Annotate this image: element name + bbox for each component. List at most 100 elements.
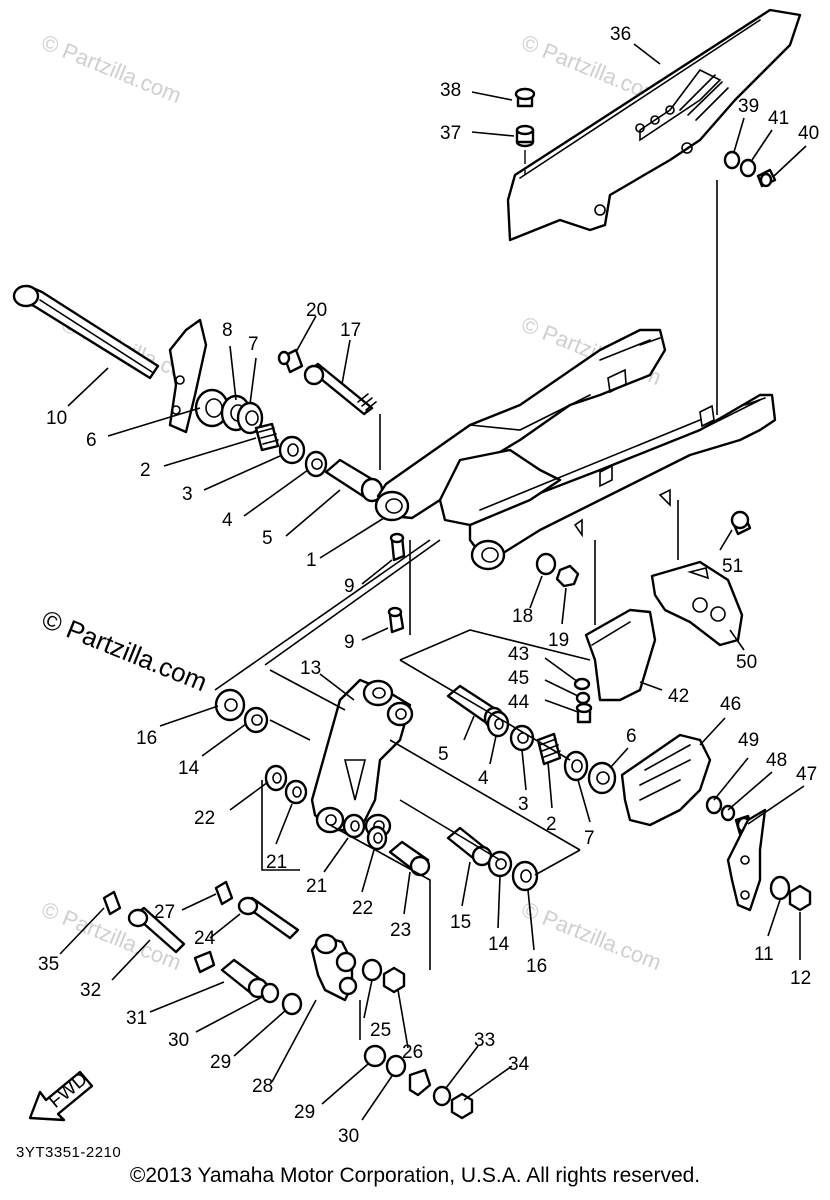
bushing-3-right — [509, 724, 535, 752]
washer-48 — [720, 804, 736, 822]
washer-49 — [705, 795, 723, 815]
bearing-7-right — [563, 750, 589, 782]
callout-1: 1 — [306, 550, 317, 571]
callout-16-upper: 16 — [136, 728, 157, 749]
callout-24: 24 — [194, 928, 216, 949]
grease-nipple-20 — [277, 348, 304, 374]
collar-5-left — [324, 458, 384, 503]
oil-seal-4-right — [486, 710, 510, 738]
callout-42: 42 — [668, 686, 689, 707]
grease-nipple-9-upper — [389, 532, 406, 562]
lock-plate — [193, 950, 216, 974]
callout-6: 6 — [86, 430, 97, 451]
nut-34 — [450, 1092, 474, 1120]
thrust-cover-6-right — [587, 761, 617, 795]
callout-48: 48 — [766, 750, 787, 771]
callout-47: 47 — [796, 764, 817, 785]
callout-numbers: 36 38 37 39 41 40 10 6 8 7 2 3 4 5 20 17… — [38, 24, 819, 1147]
grease-nipple-9-lower — [387, 606, 405, 634]
pivot-shaft-10 — [12, 284, 160, 380]
bushing-29-upper — [281, 992, 303, 1016]
callout-16-lower: 16 — [526, 956, 547, 977]
nut-19 — [555, 564, 580, 588]
watermark: © Partzilla.com — [38, 29, 185, 108]
callout-27: 27 — [154, 902, 175, 923]
chain-protector-42 — [584, 608, 657, 702]
washer-30-upper — [260, 982, 280, 1004]
callout-25: 25 — [370, 1020, 391, 1041]
washer-30-lower — [385, 1054, 407, 1078]
callout-10: 10 — [46, 408, 67, 429]
chain-guard-36 — [506, 8, 802, 242]
callout-11: 11 — [754, 944, 774, 965]
chain-guide-50 — [650, 560, 744, 647]
watermark-prominent: © Partzilla.com — [38, 604, 212, 697]
callout-32: 32 — [80, 980, 101, 1001]
bushing-29-lower — [363, 1044, 387, 1068]
stopper-plate — [408, 1068, 432, 1097]
grease-nipple-27 — [214, 880, 234, 906]
callout-51: 51 — [722, 556, 743, 577]
bushing-3-left — [278, 435, 306, 465]
bolt-38 — [514, 87, 536, 108]
copyright-notice: ©2013 Yamaha Motor Corporation, U.S.A. A… — [129, 1164, 701, 1187]
oil-seal-14-lower — [487, 850, 513, 878]
relay-arm-13 — [310, 678, 414, 839]
bolt-17 — [303, 362, 377, 416]
connecting-rod-28 — [310, 933, 358, 1002]
callout-33: 33 — [474, 1030, 495, 1051]
washer-18 — [535, 552, 557, 576]
grease-nipple-35 — [102, 890, 122, 916]
bushing-21-right — [342, 813, 366, 839]
callout-43: 43 — [508, 644, 529, 665]
collar-23 — [388, 840, 431, 877]
chain-puller-46 — [620, 733, 712, 827]
oil-seal-22-left — [264, 764, 288, 792]
washer-43 — [573, 677, 591, 691]
screw-44 — [575, 702, 593, 724]
oil-seal-14-upper — [243, 706, 269, 734]
washer-33 — [432, 1085, 452, 1107]
callout-4-right: 4 — [478, 768, 489, 789]
callout-2-right: 2 — [546, 814, 557, 835]
callout-20: 20 — [306, 300, 327, 321]
oil-seal-4-left — [304, 450, 328, 478]
washer-25 — [361, 958, 383, 982]
callout-12: 12 — [790, 968, 811, 989]
callout-14-upper: 14 — [178, 758, 200, 779]
callout-9-lower: 9 — [344, 632, 355, 653]
oil-seal-22-right — [366, 825, 388, 851]
callout-7-right: 7 — [584, 828, 595, 849]
dust-cover-right — [726, 808, 767, 912]
dust-cover-left — [168, 318, 208, 434]
callout-6-right: 6 — [626, 726, 637, 747]
washer-45 — [575, 691, 591, 705]
callout-38: 38 — [440, 80, 461, 101]
collar-31 — [220, 958, 269, 999]
callout-30-lower: 30 — [338, 1126, 359, 1147]
callout-35: 35 — [38, 954, 59, 975]
callout-36: 36 — [610, 24, 631, 45]
fwd-arrow: FWD — [28, 1069, 94, 1122]
callout-29-upper: 29 — [210, 1052, 231, 1073]
bolt-40 — [756, 168, 777, 188]
washer-39 — [723, 150, 741, 170]
bushing-21-left — [284, 779, 308, 805]
callout-13: 13 — [300, 658, 321, 679]
callout-2: 2 — [140, 460, 151, 481]
collar-37 — [515, 124, 535, 148]
callout-49: 49 — [738, 730, 759, 751]
callout-14-lower: 14 — [488, 934, 510, 955]
callout-3-right: 3 — [518, 794, 529, 815]
washer-11 — [769, 875, 791, 901]
nut-26 — [382, 966, 406, 994]
callout-31: 31 — [126, 1008, 147, 1029]
bolt-32 — [127, 906, 186, 954]
callout-41: 41 — [768, 108, 789, 129]
callout-46: 46 — [720, 694, 741, 715]
bolt-24 — [237, 896, 300, 940]
washer-41 — [739, 158, 757, 178]
thrust-cover-16-upper — [214, 688, 246, 722]
callout-37: 37 — [440, 123, 461, 144]
callout-18: 18 — [512, 606, 533, 627]
